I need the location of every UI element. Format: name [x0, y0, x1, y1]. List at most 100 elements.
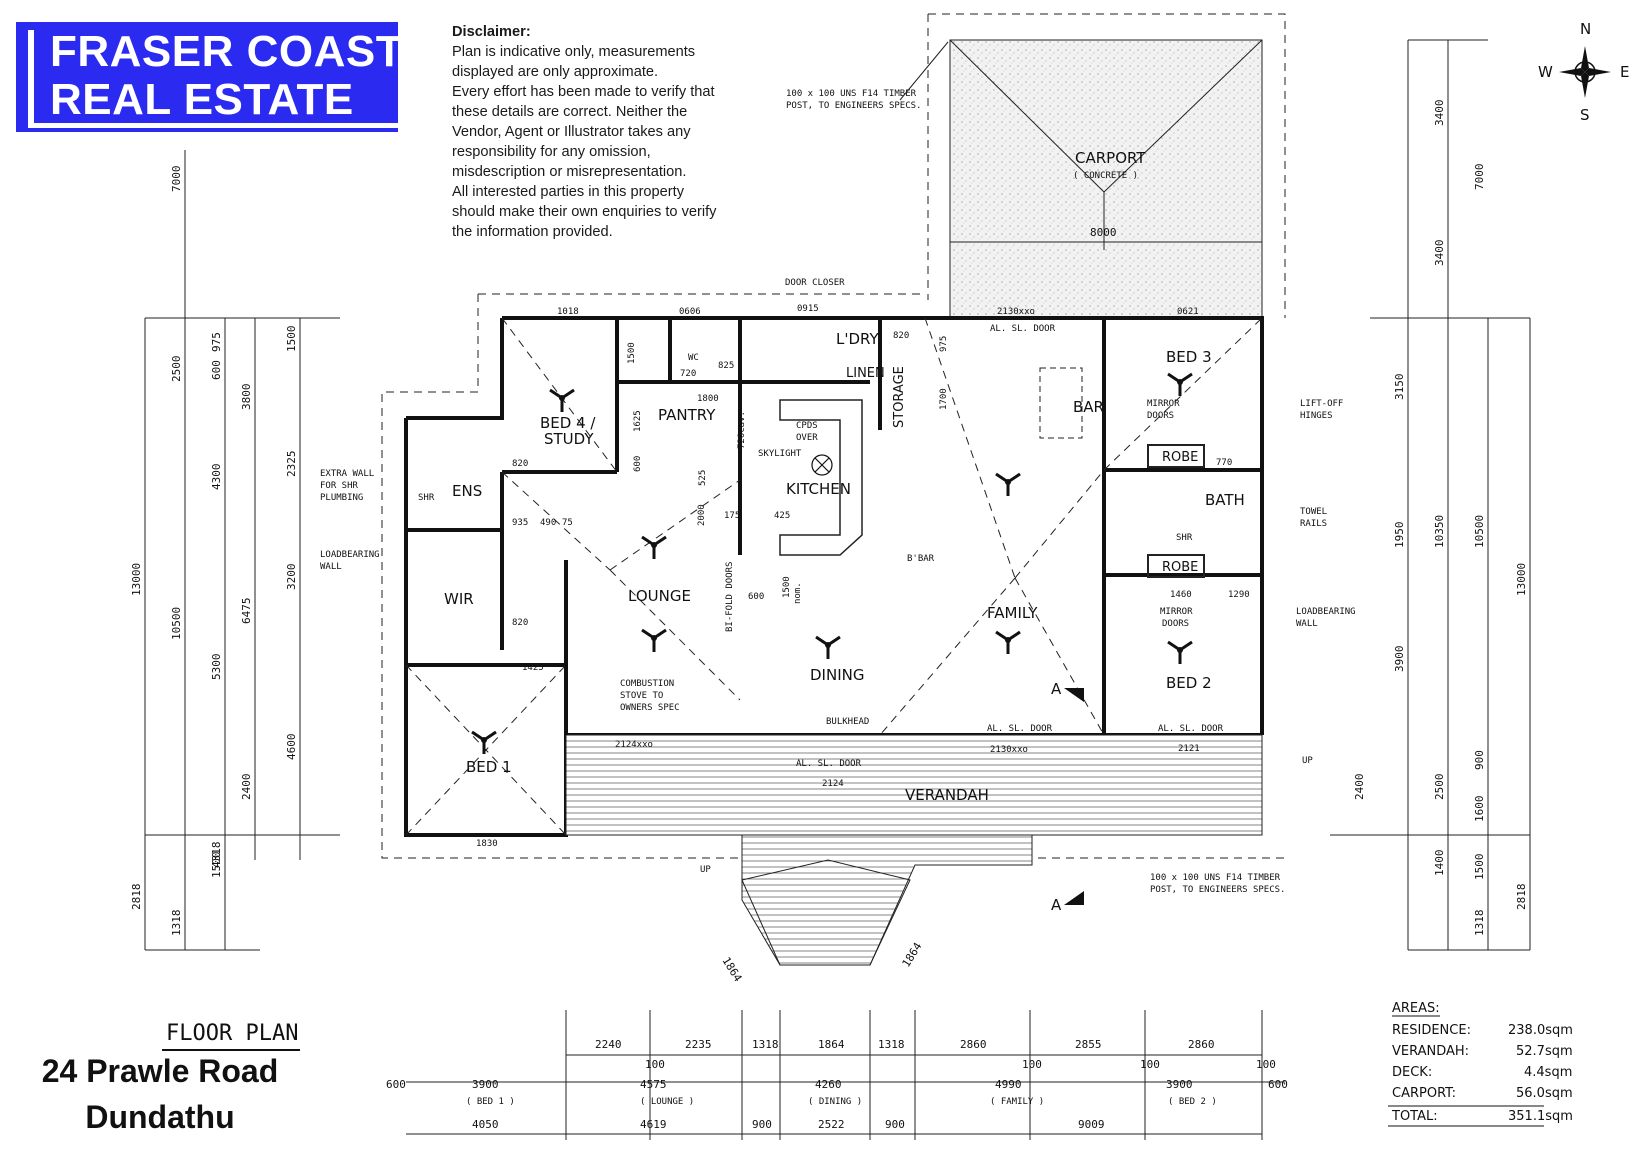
verandah: VERANDAH [565, 734, 1263, 836]
dim-right-mid: 900 [1473, 750, 1486, 770]
dim-right-inner: 1950 [1393, 522, 1406, 549]
dim-left-inner: 4600 [285, 734, 298, 761]
dim-interior: 0606 [679, 307, 701, 317]
dim-bottom-row2: 100 [1256, 1058, 1276, 1071]
dim-left-mid: 600 [210, 360, 223, 380]
dim-bottom-row4: 4619 [640, 1118, 667, 1131]
dim-interior: 0621 [1177, 307, 1199, 317]
note-post-bottom: 100 x 100 UNS F14 TIMBER [1150, 873, 1281, 883]
dim-left-outer: 2818 [130, 884, 143, 911]
dim-bottom-row2: 4990 [995, 1078, 1022, 1091]
dim-left-mid: 3800 [240, 384, 253, 411]
property-address: 24 Prawle Road Dundathu [40, 1048, 280, 1140]
dim-interior: 2130xxo [997, 307, 1035, 317]
dim-interior: 825 [718, 361, 734, 371]
dim-bottom-row1: 2855 [1075, 1038, 1102, 1051]
compass-e: E [1620, 63, 1629, 81]
dim-right-mid: 7000 [1473, 164, 1486, 191]
room-pantry: PANTRY [658, 406, 716, 424]
room-wc: WC [688, 353, 699, 363]
logo-underline [28, 123, 398, 128]
brand-logo: FRASER COAST REAL ESTATE [16, 22, 403, 132]
dim-right-mid: 1318 [1473, 910, 1486, 937]
dim-interior: 1290 [1228, 590, 1250, 600]
room-shr: SHR [418, 493, 435, 503]
area-label-verandah: VERANDAH: [1392, 1044, 1469, 1059]
note-loadbearing-right: LOADBEARING [1296, 607, 1356, 617]
room-bed3: BED 3 [1166, 348, 1212, 366]
disclaimer-line: Plan is indicative only, measurements [452, 44, 696, 60]
room-kitchen: KITCHEN [786, 480, 851, 498]
note-doors-bottom: DOORS [1162, 619, 1189, 629]
room-labels: BED 4 / STUDY PANTRY KITCHEN L'DRY LINEN… [418, 330, 1245, 776]
room-shr-bath: SHR [1176, 533, 1193, 543]
area-value-total: 351.1sqm [1508, 1109, 1573, 1124]
room-linen: LINEN [846, 366, 885, 381]
dim-interior: 600 [748, 592, 764, 602]
dim-left-mid: 1500 [210, 852, 223, 879]
dim-interior: 75 [562, 518, 573, 528]
dim-left-mid: 6475 [240, 598, 253, 625]
section-marker-bottom: A [1051, 896, 1062, 914]
carport: CARPORT ( CONCRETE ) 8000 [927, 13, 1286, 319]
room-dining: DINING [810, 666, 864, 684]
dim-bottom-row4: 900 [752, 1118, 772, 1131]
note-extra-wall: EXTRA WALL [320, 469, 374, 479]
dim-interior: 175 [724, 511, 740, 521]
dim-right-mid: 2500 [1433, 774, 1446, 801]
compass-n: N [1580, 20, 1591, 38]
dim-right-mid: 1500 [1473, 854, 1486, 881]
note-al-sl-door-family: AL. SL. DOOR [987, 724, 1053, 734]
disclaimer-line: Every effort has been made to verify tha… [452, 84, 715, 100]
area-label-deck: DECK: [1392, 1065, 1432, 1080]
dim-right-mid: 1400 [1433, 850, 1446, 877]
dim-bottom-row2: 3900 [472, 1078, 499, 1091]
dim-interior: 1018 [557, 307, 579, 317]
note-combustion-3: OWNERS SPEC [620, 703, 680, 713]
note-nom: nom. [793, 582, 803, 604]
bottom-dimensions: 2240 2235 1318 1864 1318 2860 2855 2860 … [386, 940, 1288, 1140]
dim-right-outer: 2818 [1515, 884, 1528, 911]
address-suburb: Dundathu [85, 1099, 235, 1135]
note-over: OVER [796, 433, 818, 443]
dim-interior: 820 [512, 618, 528, 628]
section-marker-top: A [1051, 680, 1062, 698]
room-lounge: LOUNGE [628, 587, 691, 605]
area-label-total: TOTAL: [1391, 1109, 1438, 1124]
compass-rose: N S E W [1538, 20, 1629, 124]
dim-left-mid: 975 [210, 332, 223, 352]
dim-bottom-row1: 1864 [818, 1038, 845, 1051]
area-value-verandah: 52.7sqm [1516, 1044, 1573, 1059]
carport-width: 8000 [1090, 226, 1117, 239]
dim-right-outer: 13000 [1515, 563, 1528, 596]
dim-interior: 2000 [697, 504, 707, 526]
note-post-top-2: POST, TO ENGINEERS SPECS. [786, 101, 921, 111]
dim-bottom-row1: 2860 [1188, 1038, 1215, 1051]
dim-bottom-row4: 900 [885, 1118, 905, 1131]
dim-bottom-row1: 1318 [878, 1038, 905, 1051]
dim-bottom-row2: 100 [1022, 1058, 1042, 1071]
dim-interior: 600 [633, 456, 643, 472]
dim-bottom-row2: 100 [645, 1058, 665, 1071]
dim-deck-diag: 1864 [900, 940, 925, 970]
area-label-carport: CARPORT: [1392, 1086, 1456, 1101]
dim-bottom-row2: 100 [1140, 1058, 1160, 1071]
note-hinges: HINGES [1300, 411, 1333, 421]
dim-bottom-row4: 2522 [818, 1118, 845, 1131]
ceiling-fans [471, 372, 1193, 754]
interior-walls [406, 318, 1262, 735]
dim-interior: 770 [1216, 458, 1232, 468]
dim-interior: 820 [893, 331, 909, 341]
dim-interior: 425 [774, 511, 790, 521]
dim-interior: 1460 [1170, 590, 1192, 600]
room-bed2: BED 2 [1166, 674, 1212, 692]
roofline [381, 293, 1285, 859]
dim-interior: 490 [540, 518, 556, 528]
dim-interior: 2124xxo [615, 740, 653, 750]
dim-right-inner: 2400 [1353, 774, 1366, 801]
disclaimer-line: should make their own enquiries to verif… [452, 204, 717, 220]
dim-interior: 2121 [1178, 744, 1200, 754]
dim-bottom-row4: 9009 [1078, 1118, 1105, 1131]
disclaimer-line: the information provided. [452, 224, 613, 240]
